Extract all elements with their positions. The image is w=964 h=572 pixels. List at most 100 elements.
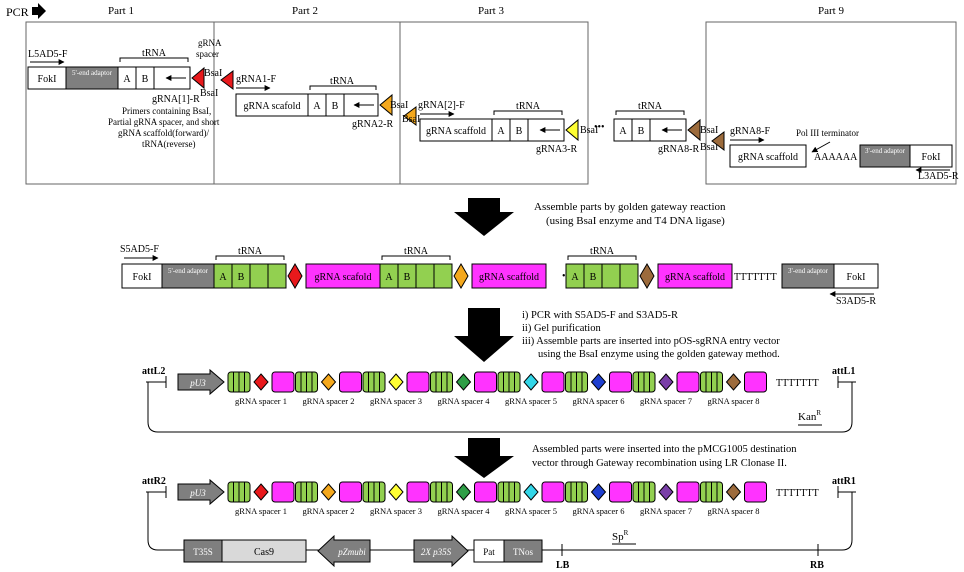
assembled-adaptor-right-label: 3'-end adaptor (788, 267, 829, 275)
part1-forward-primer: L5AD5-F (28, 49, 68, 60)
part3-forward-primer: gRNA[2]-F (418, 100, 465, 111)
part1-note-line4: tRNA(reverse) (142, 139, 195, 149)
dest-spacer-7-diamond (658, 483, 674, 501)
assembled-trna-2-box-a: A (385, 272, 393, 283)
assembled-scaffold-1-label: gRNA scafold (315, 272, 372, 283)
assembled-scaffold-8 (657, 263, 733, 289)
assembled-spacer-2-diamond (453, 263, 469, 289)
dest-spacer-8-label: gRNA spacer 8 (708, 506, 760, 516)
part9-reverse-primer: L3AD5-R (918, 171, 959, 182)
assembled-trna-2-box-b: B (404, 272, 411, 283)
assembled-scaffold-2 (471, 263, 547, 289)
part3-spacer-triangle (403, 106, 417, 126)
assembled-scaffold-8-label: gRNA scaffold (665, 272, 725, 283)
entry-spacer-8-diamond (725, 373, 742, 391)
dest-spacer-4-label: gRNA spacer 4 (438, 506, 491, 516)
part8-spacer8-triangle (687, 118, 701, 142)
entry-scaffold-1 (271, 371, 295, 393)
pcr-label: PCR (6, 5, 29, 19)
step1-down-arrow-icon (454, 198, 514, 236)
part9-scaffold-label: gRNA scaffold (738, 152, 798, 163)
pcr-arrow-icon (32, 3, 46, 19)
assembled-trna-8-label: tRNA (590, 246, 615, 257)
part3-scaffold-label: gRNA scaffold (426, 126, 486, 137)
part8-box-a: A (619, 126, 627, 137)
assembled-trna-1-box-b: B (238, 272, 245, 283)
assembled-trna-8-box-b: B (590, 272, 597, 283)
assembled-adaptor-right (781, 263, 835, 289)
assembled-foki-right-label: FokI (847, 272, 866, 283)
step2-line1: i) PCR with S5AD5-F and S3AD5-R (522, 310, 678, 321)
part3-box-b: B (516, 126, 523, 137)
dest-scaffold-8 (744, 481, 767, 503)
dest-spacer-1-label: gRNA spacer 1 (235, 506, 287, 516)
entry-att-left: attL2 (142, 366, 165, 377)
step3-line2: vector through Gateway recombination usi… (532, 458, 787, 469)
part1-title: Part 1 (108, 5, 134, 17)
dest-terminator: TTTTTTT (776, 488, 819, 499)
assembled-scaffold-1 (305, 263, 381, 289)
dest-p35s-label: 2X p35S (421, 547, 452, 557)
part2-box-a: A (313, 101, 321, 112)
part3-frame (399, 21, 589, 185)
dest-cas9-box (221, 539, 307, 563)
dest-spacer-6-label: gRNA spacer 6 (573, 506, 625, 516)
part8-trna-bracket (615, 110, 685, 115)
part3-spacer3-triangle (565, 118, 579, 142)
entry-vector-backbone (147, 382, 853, 433)
dest-scaffold-4 (474, 481, 497, 503)
entry-scaffold-2 (339, 371, 362, 393)
part1-trna-bracket (119, 57, 189, 62)
dest-scaffold-5 (541, 481, 565, 503)
dest-pzmubi-promoter (317, 534, 371, 568)
part2-trna-bracket (309, 85, 377, 90)
entry-spacer-3-label: gRNA spacer 3 (370, 396, 422, 406)
part3-trna-label: tRNA (516, 101, 541, 112)
assembled-spacer-8-diamond (639, 263, 655, 289)
dest-pu3-promoter (177, 478, 225, 506)
dest-scaffold-3 (406, 481, 430, 503)
part8-reverse-primer: gRNA8-R (658, 144, 699, 155)
entry-spacer-8-label: gRNA spacer 8 (708, 396, 760, 406)
assembled-terminator: TTTTTTT (734, 272, 777, 283)
dest-lb: LB (556, 560, 570, 571)
assembled-scaffold-2-label: gRNA scaffold (479, 272, 539, 283)
part9-terminator-pointer (811, 141, 831, 153)
part8-bsai-bottom: BsaI (700, 142, 718, 153)
part2-forward-primer: gRNA1-F (236, 74, 276, 85)
entry-scaffold-4 (474, 371, 497, 393)
part2-reverse-primer: gRNA2-R (352, 119, 393, 130)
part9-poly-a: AAAAAA (814, 152, 858, 163)
step1-line1: Assemble parts by golden gateway reactio… (534, 201, 726, 213)
part1-trna-label: tRNA (142, 48, 167, 59)
entry-spacer-1-label: gRNA spacer 1 (235, 396, 287, 406)
part3-bsai: BsaI (580, 125, 598, 136)
part2-trna-label: tRNA (330, 76, 355, 87)
assembled-trna-1-box-a: A (219, 272, 227, 283)
dest-spacer-2-diamond (320, 483, 337, 501)
dest-spacer-6-diamond (590, 483, 607, 501)
dest-p35s-promoter (413, 534, 469, 568)
part2-spacer2-triangle (379, 93, 393, 117)
part9-spacer8-triangle (711, 131, 725, 151)
part1-box-a: A (123, 74, 131, 85)
dest-spacer-3-diamond (388, 483, 404, 501)
part1-box-b: B (142, 74, 149, 85)
entry-terminator: TTTTTTT (776, 378, 819, 389)
part2-scaffold-label: gRNA scafold (244, 101, 301, 112)
part1-bsai-top: BsaI (204, 68, 222, 79)
dest-tnos-label: TNos (513, 547, 533, 557)
part8-trna-label: tRNA (638, 101, 663, 112)
part8-box-b: B (638, 126, 645, 137)
part9-adaptor-label: 3'-end adaptor (865, 147, 906, 155)
entry-spacer-5-diamond (523, 373, 539, 391)
dest-spacer-5-label: gRNA spacer 5 (505, 506, 557, 516)
part2-spacer-triangle (220, 70, 234, 90)
assembled-foki-right (833, 263, 879, 289)
entry-spacer-4-label: gRNA spacer 4 (438, 396, 491, 406)
part1-reverse-primer: gRNA[1]-R (152, 94, 200, 105)
dest-spacer-1-diamond (253, 483, 269, 501)
dest-att-left: attR2 (142, 476, 166, 487)
